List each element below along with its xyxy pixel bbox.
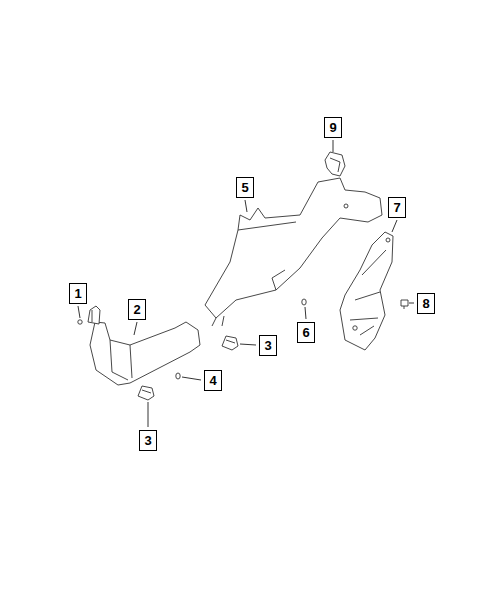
screw-part-1 <box>78 320 82 324</box>
callout-number: 7 <box>393 201 400 214</box>
callout-box: 3 <box>139 430 157 451</box>
callout-number: 3 <box>144 434 151 447</box>
bracket-hole <box>353 326 357 330</box>
bracket <box>340 232 393 350</box>
callout-number: 5 <box>241 181 248 194</box>
bracket-hole <box>386 238 390 242</box>
callout-number: 2 <box>133 303 140 316</box>
callout-number: 8 <box>422 297 429 310</box>
retainer-part-4 <box>176 373 180 379</box>
callout-box: 3 <box>259 335 277 356</box>
clip-part-3 <box>222 336 238 350</box>
screw-part-8 <box>401 300 408 309</box>
callout-box: 1 <box>69 283 87 304</box>
leader-lines <box>78 140 414 427</box>
callout-box: 6 <box>297 322 315 343</box>
callout-box: 2 <box>128 299 146 320</box>
clip-part-1 <box>88 306 100 324</box>
callout-number: 6 <box>302 326 309 339</box>
retainer-part-6 <box>302 299 306 305</box>
callout-box: 9 <box>324 117 342 138</box>
callout-box: 4 <box>204 370 222 391</box>
callout-number: 1 <box>74 287 81 300</box>
callout-number: 4 <box>209 374 216 387</box>
clip-part-3 <box>138 386 154 400</box>
clip-part-9 <box>325 152 345 176</box>
callout-number: 9 <box>329 121 336 134</box>
scuff-plate <box>90 322 200 385</box>
scuff-plate-edge <box>110 340 132 380</box>
callout-box: 5 <box>236 177 254 198</box>
callout-box: 8 <box>417 293 435 314</box>
pillar-hole <box>344 204 348 208</box>
callout-box: 7 <box>388 197 406 218</box>
pillar-trim-edge <box>212 222 296 326</box>
callout-number: 3 <box>264 339 271 352</box>
bracket-ribs <box>350 250 386 335</box>
